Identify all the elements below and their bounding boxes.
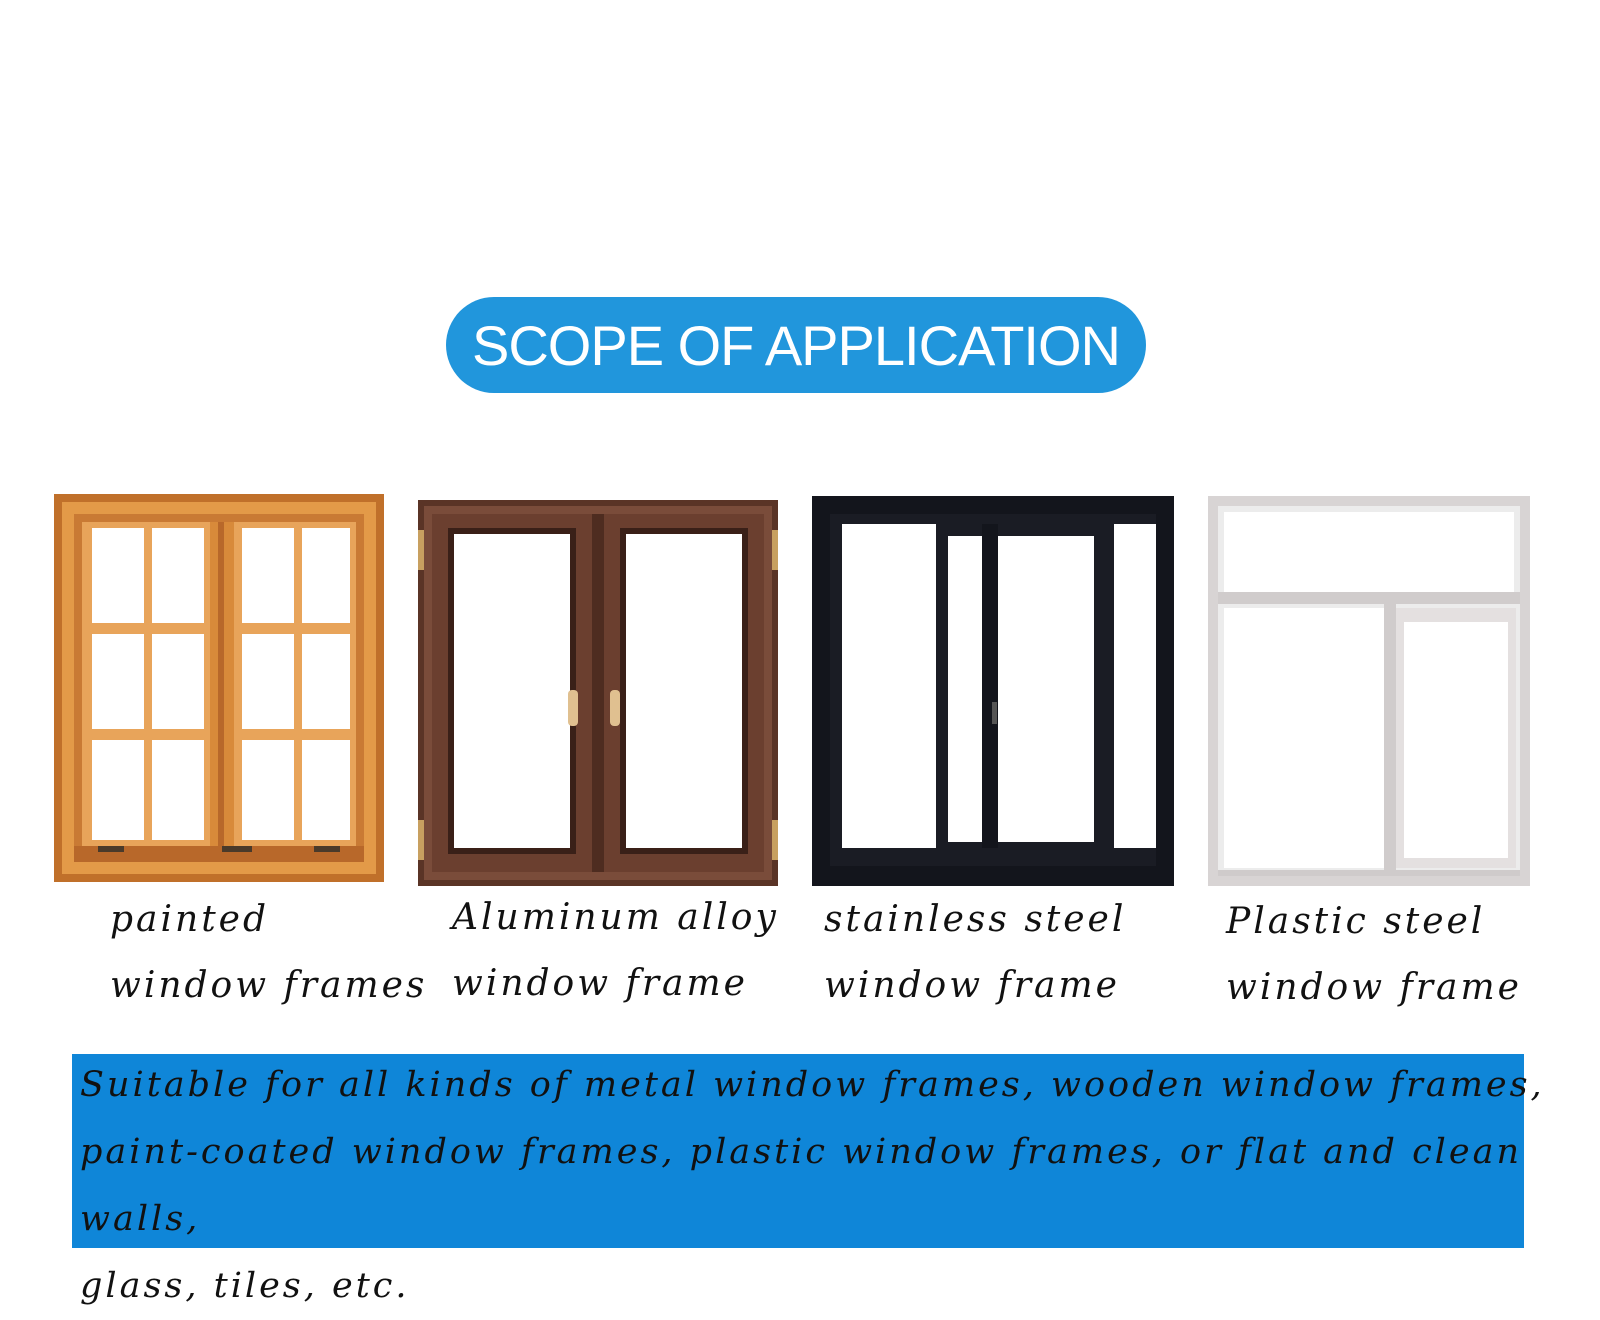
caption-line2: window frames [110, 965, 428, 1006]
plastic-window-icon [1208, 496, 1530, 886]
caption-stainless: stainless steel window frame [824, 898, 1126, 1008]
note-line3: glass, tiles, etc. [80, 1266, 410, 1306]
caption-line1: Plastic steel [1226, 901, 1486, 942]
caption-line2: window frame [1226, 967, 1522, 1008]
sliding-window-icon [812, 496, 1174, 886]
caption-painted: painted window frames [110, 898, 427, 1008]
caption-plastic: Plastic steel window frame [1226, 900, 1522, 1010]
title-banner: SCOPE OF APPLICATION [446, 297, 1146, 393]
caption-aluminum: Aluminum alloy window frame [452, 896, 779, 1006]
wooden-window-icon [54, 494, 384, 882]
note-line2: paint-coated window frames, plastic wind… [80, 1132, 1522, 1239]
caption-line1: Aluminum alloy [452, 897, 779, 938]
note-text: Suitable for all kinds of metal window f… [80, 1052, 1580, 1320]
caption-line2: window frame [824, 965, 1120, 1006]
aluminum-double-window-icon [418, 500, 778, 886]
caption-line1: painted [110, 899, 270, 940]
page-title: SCOPE OF APPLICATION [471, 313, 1121, 377]
note-background [72, 1054, 1524, 1248]
caption-line1: stainless steel [824, 899, 1127, 940]
caption-line2: window frame [452, 963, 748, 1004]
note-line1: Suitable for all kinds of metal window f… [80, 1065, 1545, 1105]
